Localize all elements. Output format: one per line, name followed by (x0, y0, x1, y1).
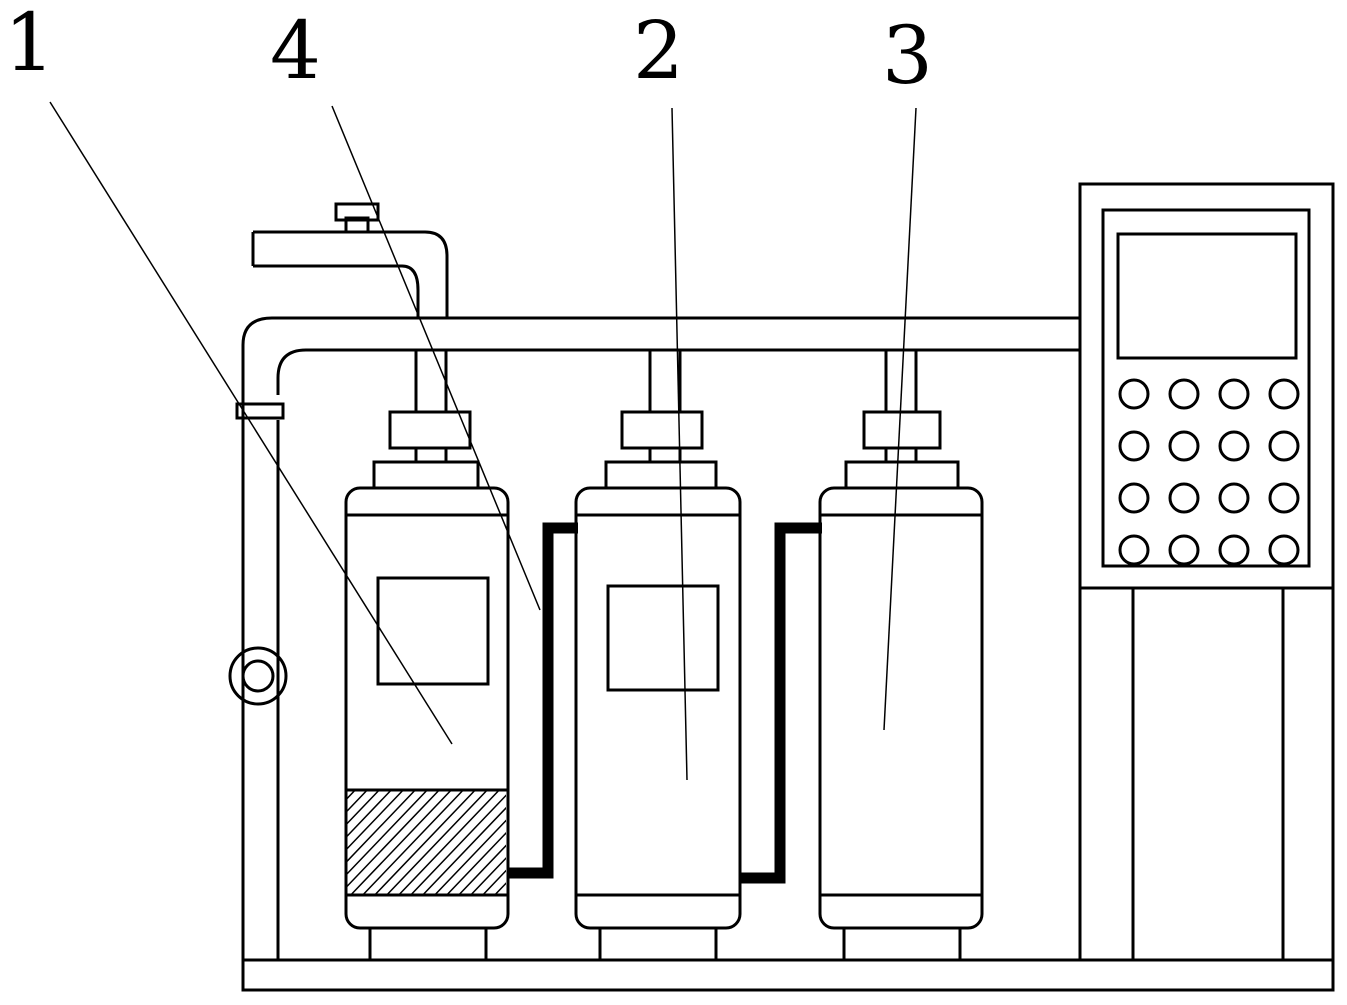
keypad (1118, 378, 1300, 566)
base-plate (241, 958, 1335, 992)
cabinet-body (1078, 182, 1335, 962)
faucet-knob-stem (344, 216, 370, 234)
vessel-1-window (376, 576, 490, 686)
hatch-line (397, 790, 501, 895)
keypad-button (1218, 430, 1250, 462)
hatch-line (373, 790, 477, 895)
base-frame (241, 395, 1335, 992)
callout-number-3: 3 (882, 9, 933, 102)
keypad-button (1118, 378, 1150, 410)
faucet (251, 202, 449, 318)
keypad-button (1168, 482, 1200, 514)
valve-icon (228, 646, 288, 706)
hatch-line (445, 832, 506, 895)
callout-number-2: 2 (633, 4, 684, 97)
vessel-2-window (606, 584, 720, 692)
vessel-2-body (574, 486, 742, 930)
faucet-knob (334, 202, 380, 222)
callout-number-4: 4 (270, 4, 321, 97)
leader-line-1 (49, 101, 453, 745)
hatch-line (409, 794, 506, 895)
keypad-button (1268, 534, 1300, 566)
vessel-1-body (344, 486, 510, 930)
display-screen (1116, 232, 1298, 360)
vessel-1-filter-media-hatch (346, 785, 660, 900)
hatch-line (346, 790, 393, 839)
hatch-line (346, 790, 405, 851)
keypad-button (1118, 534, 1150, 566)
pipe-clamp (235, 402, 285, 420)
hatch-line (349, 790, 453, 895)
leader-line-3 (883, 107, 917, 731)
callout-number-1: 1 (4, 0, 55, 89)
hatch-line (457, 844, 506, 895)
keypad-button (1168, 430, 1200, 462)
hatch-line (538, 785, 648, 900)
keypad-button (1218, 378, 1250, 410)
hatch-line (346, 790, 381, 826)
hatch-line (346, 790, 357, 801)
hatch-line (421, 806, 506, 895)
faucet-spout-bottom (253, 264, 420, 318)
hatch-line (469, 857, 506, 895)
keypad-button (1268, 430, 1300, 462)
hatch-line (346, 790, 429, 876)
connector-pipe-2-3 (740, 522, 822, 884)
hatch-line (433, 819, 506, 895)
control-cabinet (1078, 182, 1335, 962)
vessel-1-coupling (388, 410, 472, 450)
vessel-2-coupling (620, 410, 704, 450)
control-panel (1101, 208, 1311, 568)
filter-vessel-2 (574, 350, 742, 960)
vessel-2-cap (604, 460, 718, 490)
pipe-top-outer (241, 316, 1080, 395)
keypad-button (1118, 430, 1150, 462)
faucet-spout-top (253, 230, 449, 318)
hatch-line (385, 790, 489, 895)
vessel-3-body (818, 486, 984, 930)
keypad-button (1218, 534, 1250, 566)
hatch-line (346, 790, 417, 864)
filter-vessel-1 (344, 350, 660, 960)
keypad-button (1268, 378, 1300, 410)
hatch-line (361, 790, 465, 895)
leader-line-2 (671, 107, 688, 781)
hatch-line (550, 785, 660, 900)
pipe-top-inner (276, 348, 1080, 395)
vessel-1-cap (372, 460, 480, 490)
keypad-button (1168, 534, 1200, 566)
hatch-line (481, 869, 506, 895)
hatch-line (514, 785, 624, 900)
keypad-button (1168, 378, 1200, 410)
keypad-button (1118, 482, 1150, 514)
hatch-line (505, 894, 506, 895)
vessel-3-coupling (862, 410, 942, 450)
keypad-button (1268, 482, 1300, 514)
connector-pipe-1-2 (508, 522, 578, 879)
hatch-line (346, 790, 369, 814)
water-piping (228, 316, 1080, 960)
leader-line-4 (331, 105, 541, 611)
keypad-button (1218, 482, 1250, 514)
hatch-line (346, 790, 441, 889)
vessel-3-cap (844, 460, 960, 490)
filter-vessel-3 (818, 350, 984, 960)
